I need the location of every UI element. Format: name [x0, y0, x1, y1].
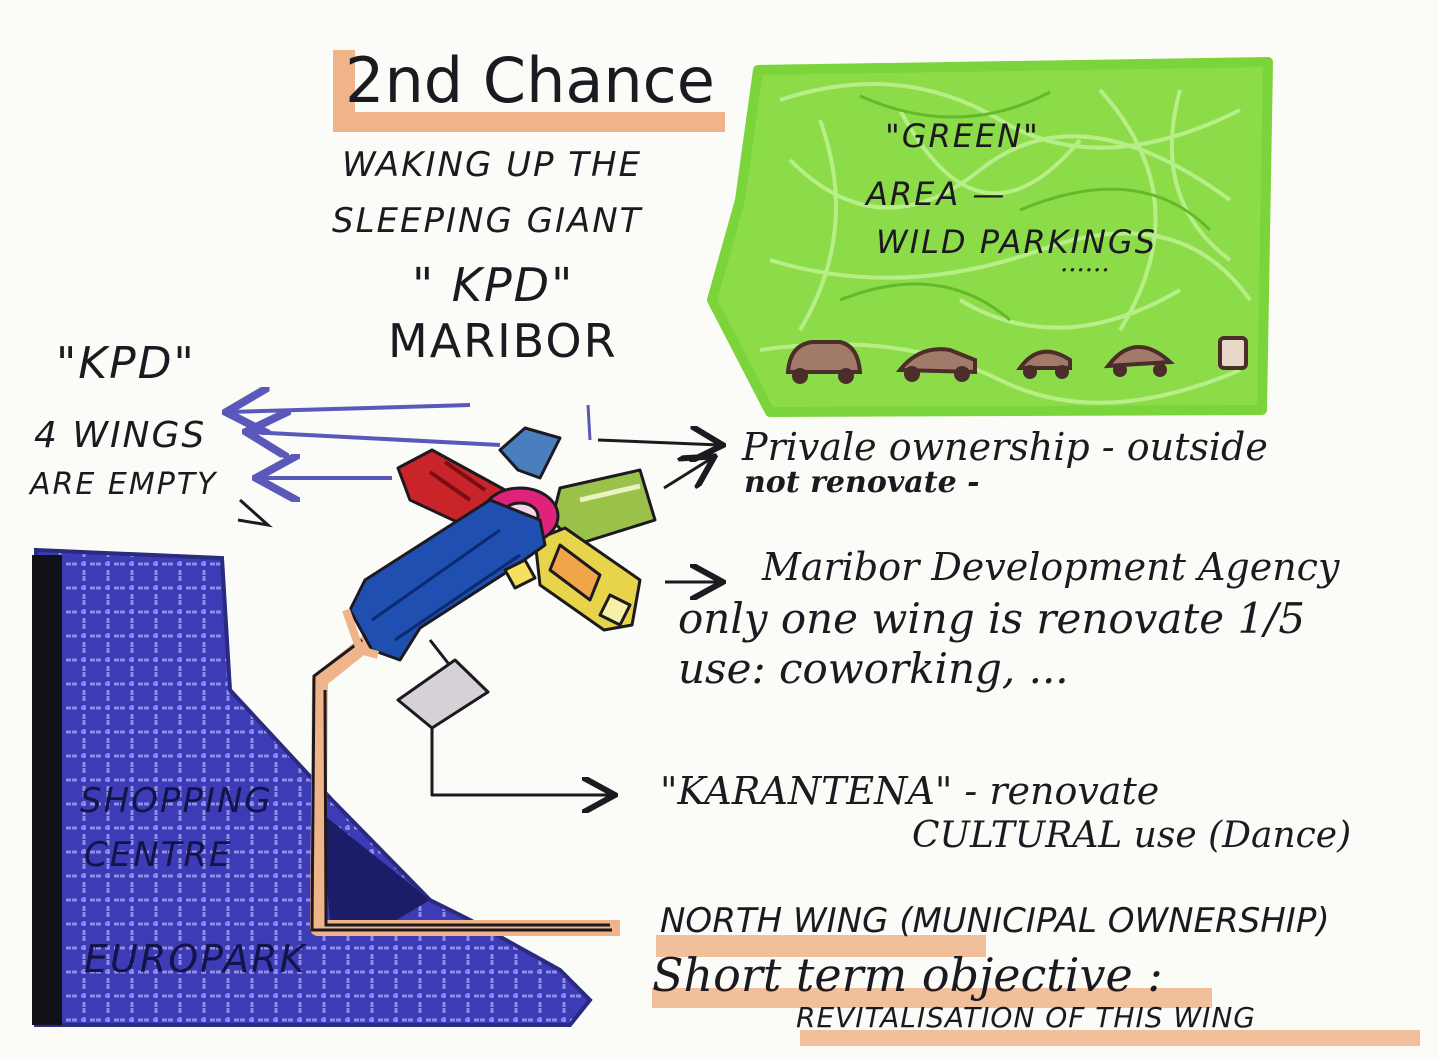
cultural-use-text: CULTURAL use (Dance) [912, 815, 1352, 856]
green-area-line-3: WILD PARKINGS [876, 223, 1158, 261]
centre-label: CENTRE [84, 835, 233, 875]
sketch-title: 2nd Chance [345, 44, 715, 117]
subtitle-line-3: " KPD" [412, 258, 575, 312]
north-wing-text: NORTH WING (MUNICIPAL OWNERSHIP) [660, 901, 1330, 941]
europark-label: EUROPARK [84, 937, 307, 981]
kpd-note-line-1: "KPD" [56, 338, 196, 389]
agency-text: Maribor Development Agency [762, 545, 1340, 589]
private-ownership-text: Privale ownership - outside [742, 425, 1268, 469]
subtitle-line-1: WAKING UP THE [342, 145, 643, 185]
kpd-building-model [342, 426, 657, 795]
shopping-label: SHOPPING [80, 781, 273, 821]
kpd-note-line-2: 4 WINGS [34, 415, 207, 456]
short-term-highlight [652, 988, 1212, 1008]
green-area-scribble [707, 57, 1273, 417]
title-highlight-left [333, 50, 355, 130]
annotation-arrows [586, 404, 720, 582]
coworking-use-text: use: coworking, ... [678, 644, 1069, 693]
one-wing-renovate-text: only one wing is renovate 1/5 [678, 594, 1306, 643]
parked-cars-icon [785, 336, 1248, 384]
short-term-objective-text: Short term objective : [652, 948, 1163, 1002]
title-highlight [333, 112, 725, 132]
green-area-dots: ...... [1060, 248, 1110, 278]
karantena-text: "KARANTENA" - renovate [660, 769, 1160, 813]
north-wing-highlight [656, 935, 986, 957]
not-renovate-text: not renovate - [744, 465, 980, 500]
subtitle-line-2: SLEEPING GIANT [332, 201, 643, 241]
kpd-wings-arrows [230, 405, 501, 528]
revitalisation-highlight [800, 1030, 1420, 1046]
subtitle-line-4: MARIBOR [388, 314, 618, 368]
revitalisation-text: REVITALISATION OF THIS WING [796, 1001, 1256, 1034]
green-area-line-2: AREA — [866, 175, 1007, 213]
green-area-line-1: "GREEN" [885, 117, 1040, 155]
kpd-note-line-3: ARE EMPTY [30, 467, 218, 502]
access-path [310, 633, 620, 936]
